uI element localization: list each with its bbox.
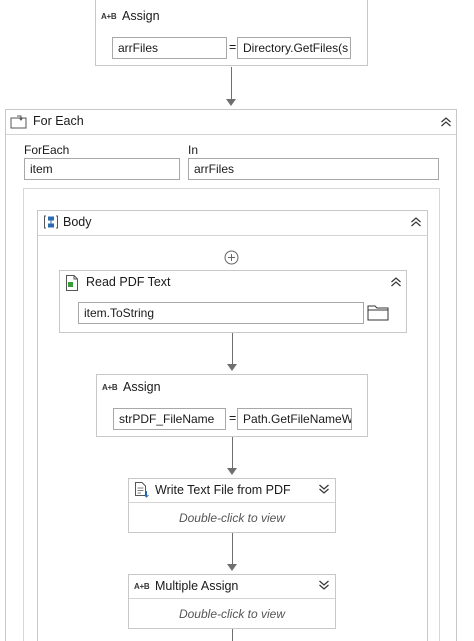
- double-click-hint: Double-click to view: [178, 511, 286, 525]
- header-divider: [38, 235, 427, 236]
- assign-icon: A+B: [134, 582, 150, 591]
- foreach-item-field[interactable]: item: [24, 158, 180, 180]
- connector-line: [232, 333, 233, 364]
- activity-title: Assign: [122, 9, 160, 23]
- multiple-assign-activity[interactable]: A+B Multiple Assign Double-click to view: [128, 574, 336, 629]
- connector-line: [232, 629, 233, 641]
- collapse-icon[interactable]: [410, 216, 422, 228]
- double-click-hint: Double-click to view: [178, 607, 286, 621]
- header-divider: [129, 598, 335, 599]
- sequence-icon: [43, 214, 59, 230]
- write-text-file-activity[interactable]: Write Text File from PDF Double-click to…: [128, 478, 336, 533]
- connector-line: [232, 437, 233, 468]
- assign-to-field[interactable]: strPDF_FileName: [113, 408, 226, 430]
- connector-arrow: [227, 468, 237, 475]
- equals-sign: =: [229, 40, 237, 54]
- connector-line: [231, 67, 232, 99]
- expand-icon[interactable]: [318, 483, 330, 495]
- activity-title: Write Text File from PDF: [155, 483, 291, 497]
- connector-arrow: [227, 564, 237, 571]
- activity-title: For Each: [33, 114, 84, 128]
- equals-sign: =: [229, 411, 237, 425]
- activity-title: Multiple Assign: [155, 579, 239, 593]
- activity-title: Assign: [123, 380, 161, 394]
- assign-value-field[interactable]: Path.GetFileNameW: [237, 408, 352, 430]
- assign-value-field[interactable]: Directory.GetFiles(s: [237, 37, 351, 59]
- activity-title: Body: [63, 215, 92, 229]
- write-document-icon: [134, 482, 150, 498]
- pdf-document-icon: [65, 275, 79, 291]
- header-divider: [6, 134, 456, 135]
- assign-to-field[interactable]: arrFiles: [112, 37, 227, 59]
- foreach-inner-container: Body: [23, 188, 440, 641]
- foreach-in-field[interactable]: arrFiles: [188, 158, 439, 180]
- foreach-icon: [10, 115, 28, 129]
- header-divider: [129, 502, 335, 503]
- collapse-icon[interactable]: [390, 276, 402, 288]
- connector-line: [232, 533, 233, 564]
- connector-arrow: [226, 99, 236, 106]
- body-sequence[interactable]: Body: [37, 210, 428, 641]
- file-name-field[interactable]: item.ToString: [78, 302, 364, 324]
- foreach-label: ForEach: [24, 143, 70, 157]
- activity-title: Read PDF Text: [86, 275, 171, 289]
- foreach-activity[interactable]: For Each ForEach item In arrFiles Body: [5, 109, 457, 641]
- connector-arrow: [227, 364, 237, 371]
- add-activity-icon[interactable]: [224, 250, 239, 265]
- read-pdf-text-activity[interactable]: Read PDF Text item.ToString: [59, 270, 407, 333]
- assign-activity-top[interactable]: A+B Assign arrFiles = Directory.GetFiles…: [95, 0, 368, 66]
- assign-icon: A+B: [102, 383, 118, 392]
- folder-browse-icon[interactable]: [367, 304, 389, 321]
- expand-icon[interactable]: [318, 579, 330, 591]
- assign-icon: A+B: [101, 12, 117, 21]
- collapse-icon[interactable]: [440, 116, 452, 128]
- assign-activity-inner[interactable]: A+B Assign strPDF_FileName = Path.GetFil…: [96, 374, 368, 437]
- in-label: In: [188, 143, 199, 157]
